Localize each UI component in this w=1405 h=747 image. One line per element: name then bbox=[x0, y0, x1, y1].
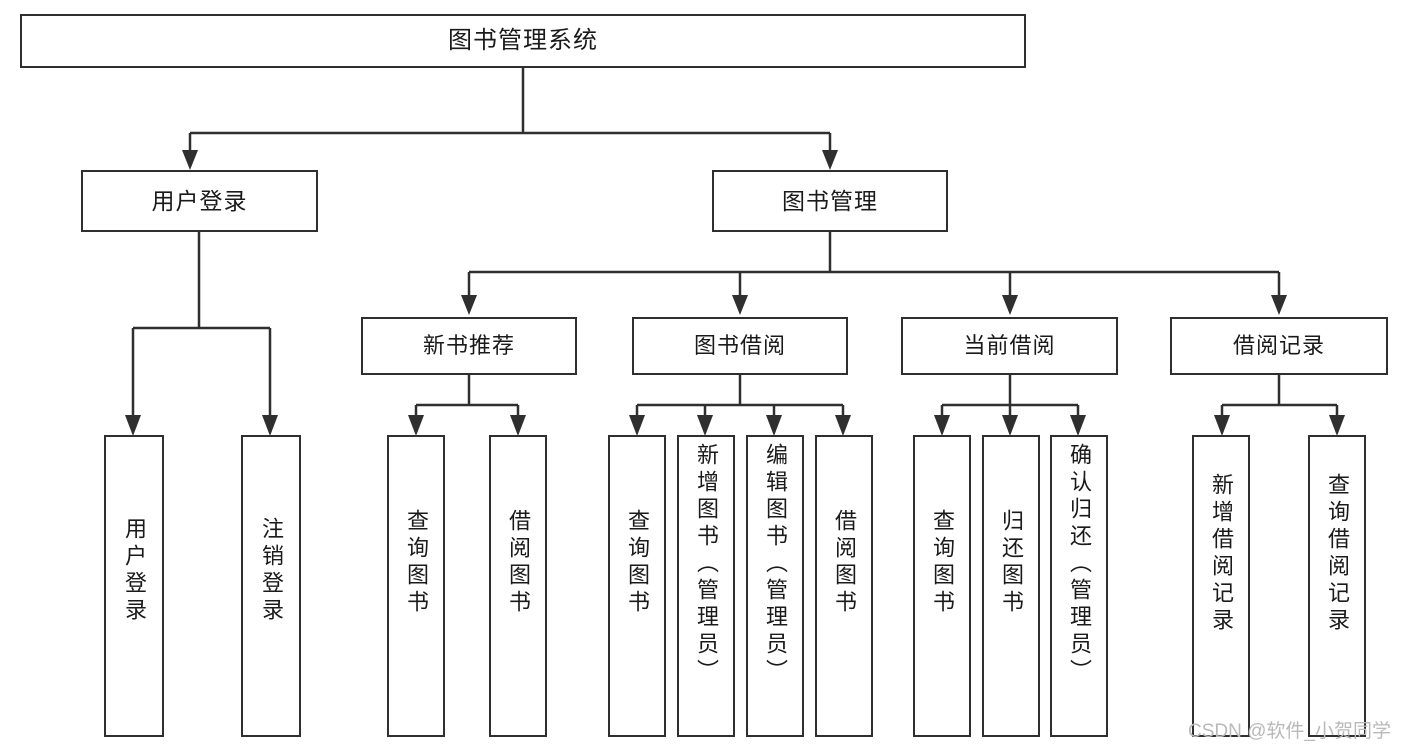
node-label: 用户登录 bbox=[122, 517, 147, 625]
leaf-node-borrow-book-borrow[interactable]: 借阅图书 bbox=[815, 435, 873, 737]
connector-bookborrow-to-leaves bbox=[629, 375, 851, 436]
node-label: 确认归还（管理员） bbox=[1067, 443, 1092, 686]
connector-root-to-level2 bbox=[182, 68, 838, 170]
node-root-book-management-system[interactable]: 图书管理系统 bbox=[20, 14, 1026, 68]
node-label: 查询图书 bbox=[404, 509, 429, 617]
node-label: 借阅图书 bbox=[506, 509, 531, 617]
leaf-node-user-login[interactable]: 用户登录 bbox=[104, 435, 164, 737]
node-label: 归还图书 bbox=[999, 509, 1024, 617]
node-label: 查询图书 bbox=[625, 509, 650, 617]
csdn-watermark: CSDN @软件_小贺同学 bbox=[1188, 721, 1391, 742]
leaf-node-query-book-current[interactable]: 查询图书 bbox=[913, 435, 971, 737]
node-label: 图书借阅 bbox=[693, 333, 786, 359]
node-current-borrow[interactable]: 当前借阅 bbox=[901, 317, 1118, 375]
node-label: 新增图书（管理员） bbox=[694, 443, 719, 686]
node-label: 编辑图书（管理员） bbox=[763, 443, 788, 686]
node-book-borrow[interactable]: 图书借阅 bbox=[632, 317, 848, 375]
leaf-node-return-book[interactable]: 归还图书 bbox=[982, 435, 1040, 737]
node-user-login[interactable]: 用户登录 bbox=[81, 170, 318, 232]
node-label: 注销登录 bbox=[259, 517, 284, 625]
leaf-node-confirm-return-admin[interactable]: 确认归还（管理员） bbox=[1050, 435, 1108, 737]
node-label: 查询图书 bbox=[930, 509, 955, 617]
node-new-book-recommend[interactable]: 新书推荐 bbox=[361, 317, 577, 375]
node-label: 新书推荐 bbox=[422, 333, 515, 359]
leaf-node-logout-login[interactable]: 注销登录 bbox=[241, 435, 301, 737]
connector-currentborrow-to-leaves bbox=[934, 375, 1086, 436]
node-label: 查询借阅记录 bbox=[1325, 473, 1350, 635]
node-label: 图书管理系统 bbox=[448, 27, 598, 55]
connector-borrowrecord-to-leaves bbox=[1214, 375, 1345, 436]
node-borrow-record[interactable]: 借阅记录 bbox=[1170, 317, 1388, 375]
leaf-node-query-book-recommend[interactable]: 查询图书 bbox=[387, 435, 445, 737]
leaf-node-add-borrow-record[interactable]: 新增借阅记录 bbox=[1192, 435, 1250, 737]
node-label: 新增借阅记录 bbox=[1209, 473, 1234, 635]
leaf-node-edit-book-admin[interactable]: 编辑图书（管理员） bbox=[746, 435, 804, 737]
leaf-node-borrow-book-recommend[interactable]: 借阅图书 bbox=[489, 435, 547, 737]
node-label: 当前借阅 bbox=[963, 333, 1056, 359]
node-label: 借阅记录 bbox=[1232, 333, 1325, 359]
connector-bookmgmt-to-level3 bbox=[461, 232, 1287, 315]
connector-newbook-to-leaves bbox=[408, 375, 526, 436]
node-label: 用户登录 bbox=[151, 187, 248, 214]
leaf-node-query-book-borrow[interactable]: 查询图书 bbox=[608, 435, 666, 737]
node-label: 借阅图书 bbox=[832, 509, 857, 617]
node-label: 图书管理 bbox=[782, 187, 878, 214]
leaf-node-add-book-admin[interactable]: 新增图书（管理员） bbox=[677, 435, 735, 737]
leaf-node-query-borrow-record[interactable]: 查询借阅记录 bbox=[1308, 435, 1366, 737]
connector-userlogin-to-leaves bbox=[125, 232, 278, 436]
node-book-management[interactable]: 图书管理 bbox=[712, 170, 948, 232]
